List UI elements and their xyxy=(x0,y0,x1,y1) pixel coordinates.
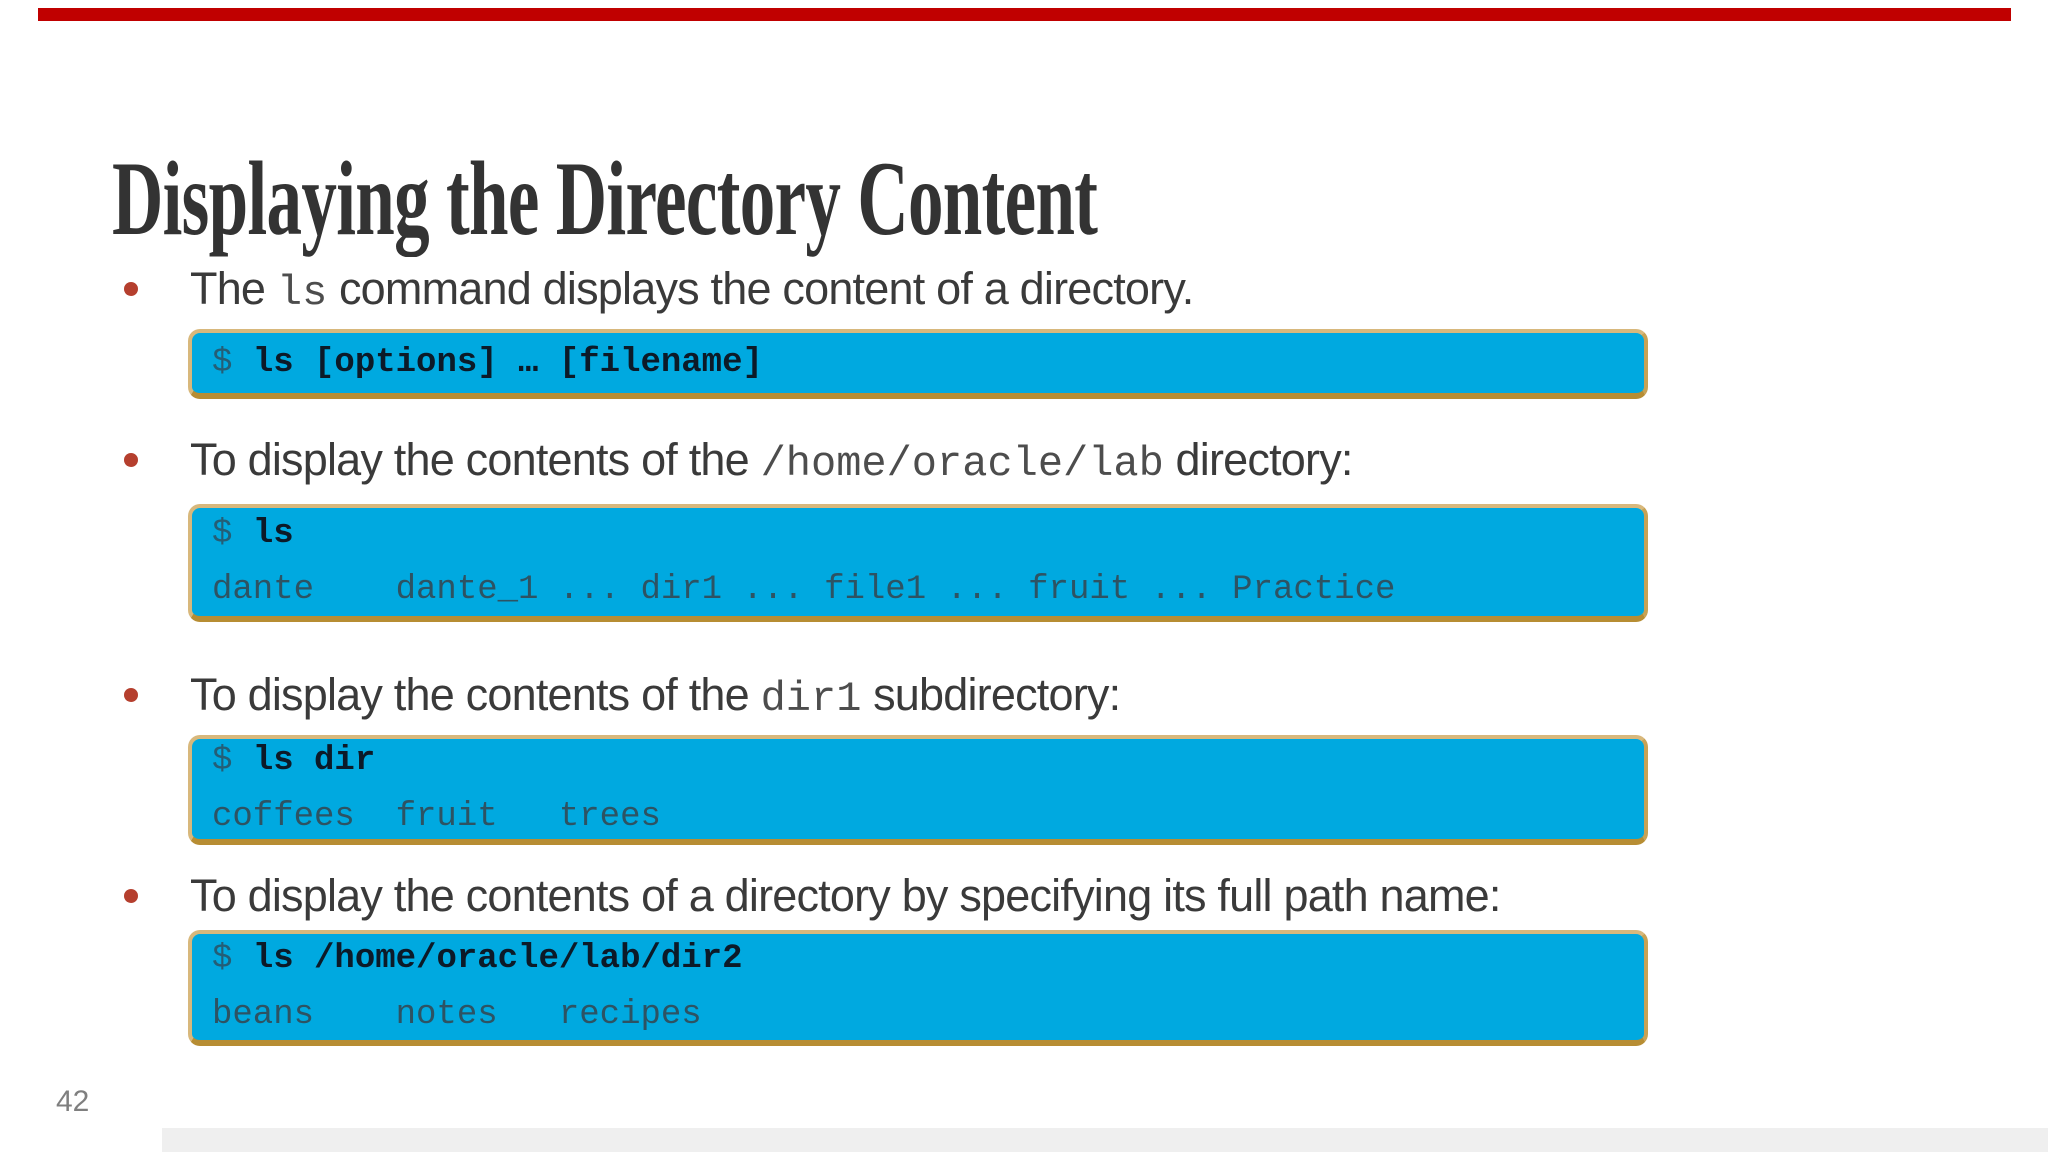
terminal-code-box: $ ls /home/oracle/lab/dir2 beans notes re… xyxy=(188,930,1648,1046)
bullet-item: To display the contents of a directory b… xyxy=(0,866,2048,926)
bullet-item: The ls command displays the content of a… xyxy=(0,259,2048,319)
bullet-dot-icon xyxy=(124,889,138,903)
bullet-text: To display the contents of the dir1 subd… xyxy=(190,665,1121,729)
bullet-text-segment: To display the contents of the xyxy=(190,669,761,720)
inline-code: /home/oracle/lab xyxy=(760,440,1164,488)
bullet-text-segment: The xyxy=(190,263,277,314)
inline-code: ls xyxy=(276,269,328,317)
bullet-text-segment: subdirectory: xyxy=(861,669,1121,720)
code-output-line: beans notes recipes xyxy=(212,996,702,1034)
code-command-line: $ ls dir xyxy=(212,736,1644,786)
terminal-code-box: $ ls dir coffees fruit trees xyxy=(188,735,1648,845)
bullet-text-segment: directory: xyxy=(1163,434,1354,485)
bullet-text: To display the contents of a directory b… xyxy=(190,866,1501,926)
code-command: ls dir xyxy=(252,742,376,780)
code-prompt: $ xyxy=(212,940,253,978)
terminal-code-box: $ ls [options] … [filename] xyxy=(188,329,1648,399)
bullet-dot-icon xyxy=(124,453,138,467)
code-output-line: coffees fruit trees xyxy=(212,798,661,836)
bullet-text: To display the contents of the /home/ora… xyxy=(190,430,1353,494)
bullet-text-segment: To display the contents of a directory b… xyxy=(190,870,1501,921)
code-command-line: $ ls xyxy=(212,509,1644,559)
bullet-text-segment: To display the contents of the xyxy=(190,434,761,485)
code-output-line: dante dante_1 ... dir1 ... file1 ... fru… xyxy=(212,571,1396,609)
code-prompt: $ xyxy=(212,742,253,780)
bullet-dot-icon xyxy=(124,688,138,702)
page-number: 42 xyxy=(56,1085,90,1118)
terminal-code-box: $ ls dante dante_1 ... dir1 ... file1 ...… xyxy=(188,504,1648,622)
slide-title: Displaying the Directory Content xyxy=(112,140,1098,258)
bullet-dot-icon xyxy=(124,282,138,296)
code-command: ls [options] … [filename] xyxy=(252,344,763,382)
top-accent-bar xyxy=(38,8,2011,21)
footer-strip xyxy=(162,1128,2048,1152)
bullet-item: To display the contents of the dir1 subd… xyxy=(0,665,2048,725)
code-command-line: $ ls /home/oracle/lab/dir2 xyxy=(212,934,1644,984)
code-command: ls xyxy=(252,515,294,553)
bullet-item: To display the contents of the /home/ora… xyxy=(0,430,2048,490)
bullet-text-segment: command displays the content of a direct… xyxy=(327,263,1194,314)
bullet-text: The ls command displays the content of a… xyxy=(190,259,1194,323)
inline-code: dir1 xyxy=(760,675,862,723)
code-command: ls /home/oracle/lab/dir2 xyxy=(252,940,743,978)
code-prompt: $ xyxy=(212,515,253,553)
code-prompt: $ xyxy=(212,344,253,382)
code-command-line: $ ls [options] … [filename] xyxy=(212,338,1644,388)
